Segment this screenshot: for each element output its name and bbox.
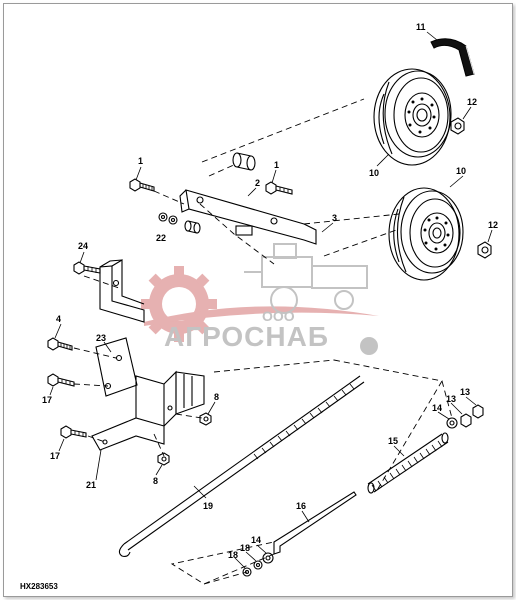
callout-8-upper: 8	[214, 392, 219, 402]
callout-16: 16	[296, 501, 306, 511]
callout-18-b: 18	[240, 543, 250, 553]
wheel-lower	[388, 187, 464, 281]
nut-8-lower	[157, 452, 170, 466]
callout-10-lower: 10	[456, 166, 466, 176]
callout-13-b: 13	[460, 387, 470, 397]
callout-12-lower: 12	[488, 220, 498, 230]
bolt-1-left	[129, 178, 155, 192]
nut-8-upper	[199, 412, 212, 426]
u-bracket-upper	[99, 259, 145, 323]
watermark-logo: ООО АГРОСНАБ	[141, 243, 379, 355]
callout-21: 21	[86, 480, 96, 490]
bracket-21	[91, 370, 177, 451]
bolt-17-upper	[47, 373, 75, 387]
spacer-bushing	[232, 152, 256, 171]
callout-leaders	[49, 31, 493, 569]
bolt-17-lower	[60, 425, 87, 439]
callout-14-right: 14	[432, 403, 442, 413]
watermark-swoosh	[144, 306, 379, 326]
callout-19: 19	[203, 501, 213, 511]
callout-1-right: 1	[274, 160, 279, 170]
callout-10-upper: 10	[369, 168, 379, 178]
callout-18-a: 18	[228, 550, 238, 560]
callout-17-upper: 17	[42, 395, 52, 405]
callout-22: 22	[156, 233, 166, 243]
callout-11: 11	[416, 22, 426, 32]
bolt-4	[47, 337, 73, 351]
exploded-parts-diagram: ООО АГРОСНАБ	[42, 22, 498, 585]
callout-8-lower: 8	[153, 476, 158, 486]
axle-bracket	[179, 189, 317, 245]
callout-13-a: 13	[446, 394, 456, 404]
callout-15: 15	[388, 436, 398, 446]
callout-12-upper: 12	[467, 97, 477, 107]
bolt-24	[73, 261, 101, 275]
callout-24: 24	[78, 241, 88, 251]
threaded-rod-19	[118, 375, 365, 558]
watermark-line2: АГРОСНАБ	[164, 321, 329, 352]
clip-plate	[175, 371, 205, 415]
diagram-frame: ООО АГРОСНАБ	[3, 3, 513, 597]
callout-17-lower: 17	[50, 451, 60, 461]
nut-12-upper	[450, 117, 465, 135]
watermark-line1: ООО	[262, 308, 295, 324]
spring-15	[367, 432, 449, 494]
nut-12-lower	[477, 241, 492, 259]
hardware-13-14-right	[446, 404, 484, 429]
callout-1-left: 1	[138, 156, 143, 166]
tire-strip	[430, 38, 475, 77]
bolt-1-right	[265, 181, 293, 195]
callout-14-lower: 14	[251, 535, 261, 545]
wheel-upper	[373, 68, 452, 166]
callout-labels: 1 1 2 3 4 8 8 10 10 11 12 12 13 13 14 14…	[42, 22, 498, 560]
plate-23	[95, 337, 138, 397]
watermark-dot	[360, 337, 378, 355]
assembly-centerlines	[73, 98, 453, 585]
callout-4: 4	[56, 314, 61, 324]
callout-2: 2	[255, 178, 260, 188]
watermark-harvester-icon	[244, 243, 368, 314]
washer-set-22	[158, 212, 178, 225]
figure-code: HX283653	[20, 582, 58, 591]
callout-23: 23	[96, 333, 106, 343]
callout-3: 3	[332, 213, 337, 223]
spacer-bushing-small	[184, 220, 201, 234]
arm-16	[273, 491, 357, 555]
hardware-14-18-lower	[242, 552, 274, 577]
